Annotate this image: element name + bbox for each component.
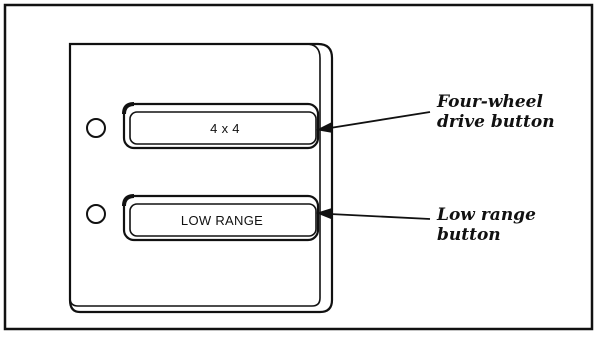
low-range-button-shading [122,194,135,207]
low-range-button-face [129,203,317,237]
arrowhead-icon [316,208,332,219]
arrowhead-icon [316,122,333,133]
low-range-callout-arrow [316,208,431,220]
four-wheel-drive-button-shading [122,102,135,115]
four-wheel-drive-button-label: 4 x 4 [210,121,240,136]
four-wheel-drive-callout-arrow [316,111,431,133]
switch-panel-plate [68,42,334,314]
switch-panel-face [69,43,321,307]
low-range-button-label: LOW RANGE [181,213,263,228]
low-range-indicator-lamp [86,204,106,224]
four-wheel-drive-indicator-lamp [86,118,106,138]
four-wheel-drive-button[interactable]: 4 x 4 [122,102,320,150]
low-range-callout-label: Low range button [437,205,536,245]
four-wheel-drive-button-face [129,111,317,145]
four-wheel-drive-callout-label: Four-wheel drive button [437,92,555,132]
low-range-button[interactable]: LOW RANGE [122,194,320,242]
